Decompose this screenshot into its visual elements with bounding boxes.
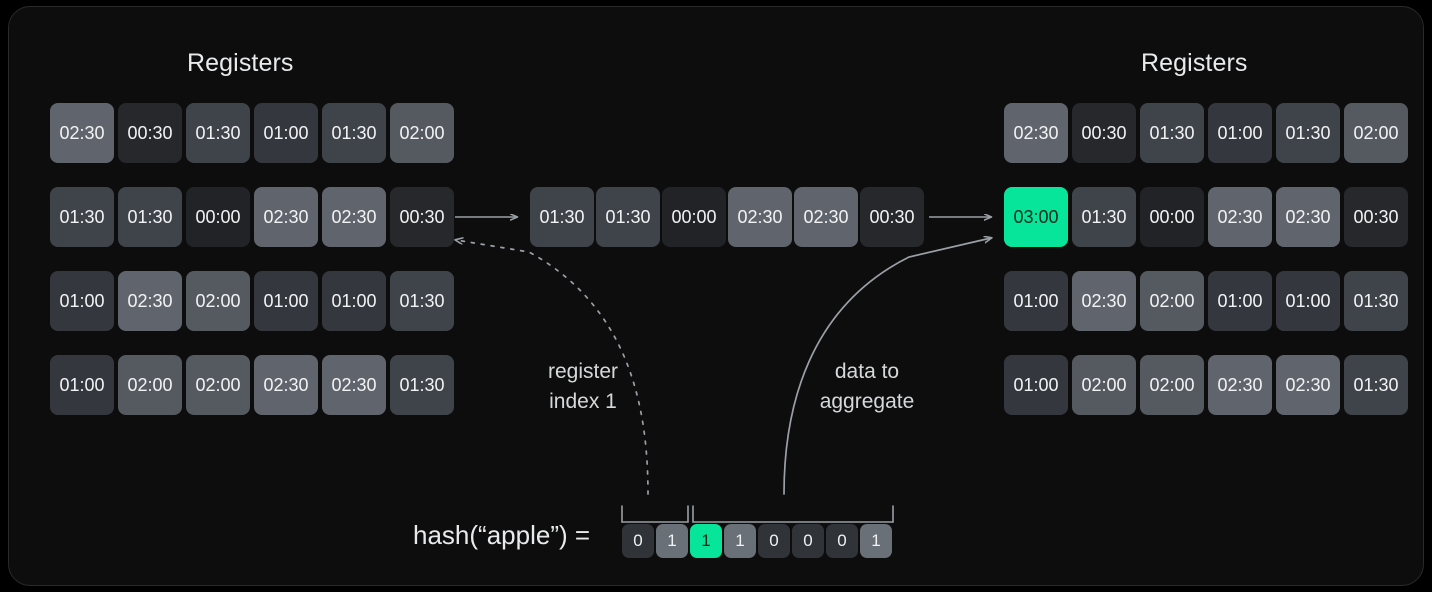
hash-bit: 1	[860, 524, 892, 558]
register-cell: 00:30	[118, 103, 182, 163]
hash-bit: 0	[792, 524, 824, 558]
register-cell: 01:00	[254, 271, 318, 331]
register-cell: 00:00	[662, 187, 726, 247]
index-bits-bracket	[621, 505, 689, 523]
register-index-caption: register index 1	[547, 360, 619, 413]
register-cell: 00:30	[1072, 103, 1136, 163]
register-cell: 02:30	[322, 355, 386, 415]
register-cell: 02:00	[186, 271, 250, 331]
register-cell: 02:30	[1072, 271, 1136, 331]
register-cell: 01:00	[1208, 103, 1272, 163]
right-registers-title: Registers	[1141, 49, 1248, 77]
register-cell: 01:30	[390, 271, 454, 331]
register-cell-highlighted: 03:00	[1004, 187, 1068, 247]
register-cell: 02:30	[1208, 355, 1272, 415]
register-cell: 02:30	[118, 271, 182, 331]
register-cell: 02:30	[50, 103, 114, 163]
data-to-aggregate-caption: data to aggregate	[819, 360, 915, 413]
register-cell: 01:30	[1276, 103, 1340, 163]
register-cell: 02:00	[1072, 355, 1136, 415]
register-cell: 01:30	[1344, 271, 1408, 331]
register-cell: 02:30	[1276, 355, 1340, 415]
register-cell: 02:00	[1140, 355, 1204, 415]
register-cell: 01:00	[322, 271, 386, 331]
register-cell: 01:00	[254, 103, 318, 163]
hash-bit: 1	[656, 524, 688, 558]
register-cell: 01:30	[50, 187, 114, 247]
register-cell: 01:30	[390, 355, 454, 415]
hash-bit: 1	[724, 524, 756, 558]
register-cell: 01:00	[1004, 271, 1068, 331]
register-cell: 01:30	[1140, 103, 1204, 163]
register-cell: 02:30	[728, 187, 792, 247]
register-cell: 01:30	[186, 103, 250, 163]
register-cell: 02:30	[322, 187, 386, 247]
register-cell: 01:30	[1344, 355, 1408, 415]
register-cell: 02:00	[1140, 271, 1204, 331]
register-cell: 00:30	[1344, 187, 1408, 247]
hash-bit: 0	[826, 524, 858, 558]
register-cell: 00:00	[186, 187, 250, 247]
register-cell: 02:00	[118, 355, 182, 415]
register-cell: 01:30	[530, 187, 594, 247]
register-cell: 02:30	[794, 187, 858, 247]
bit-span-brackets	[621, 505, 894, 523]
register-cell: 01:00	[50, 271, 114, 331]
register-cell: 02:00	[186, 355, 250, 415]
register-cell: 01:00	[1276, 271, 1340, 331]
register-cell: 01:30	[322, 103, 386, 163]
register-cell: 01:00	[50, 355, 114, 415]
register-cell: 02:00	[390, 103, 454, 163]
register-cell: 02:30	[1004, 103, 1068, 163]
hash-bit-highlighted: 1	[690, 524, 722, 558]
data-bits-bracket	[692, 505, 894, 523]
hash-bit: 0	[622, 524, 654, 558]
register-cell: 01:00	[1208, 271, 1272, 331]
register-cell: 02:30	[254, 355, 318, 415]
register-cell: 00:30	[390, 187, 454, 247]
register-cell: 02:30	[254, 187, 318, 247]
left-registers-title: Registers	[187, 49, 294, 77]
register-cell: 02:30	[1276, 187, 1340, 247]
register-cell: 02:30	[1208, 187, 1272, 247]
register-cell: 01:30	[1072, 187, 1136, 247]
arrow-middle-to-right-icon	[929, 205, 999, 229]
arrow-left-to-middle-icon	[455, 205, 525, 229]
hash-bit: 0	[758, 524, 790, 558]
hash-expression-label: hash(“apple”) =	[413, 520, 591, 550]
register-cell: 00:00	[1140, 187, 1204, 247]
register-cell: 01:30	[596, 187, 660, 247]
register-cell: 00:30	[860, 187, 924, 247]
register-cell: 02:00	[1344, 103, 1408, 163]
register-cell: 01:00	[1004, 355, 1068, 415]
register-cell: 01:30	[118, 187, 182, 247]
